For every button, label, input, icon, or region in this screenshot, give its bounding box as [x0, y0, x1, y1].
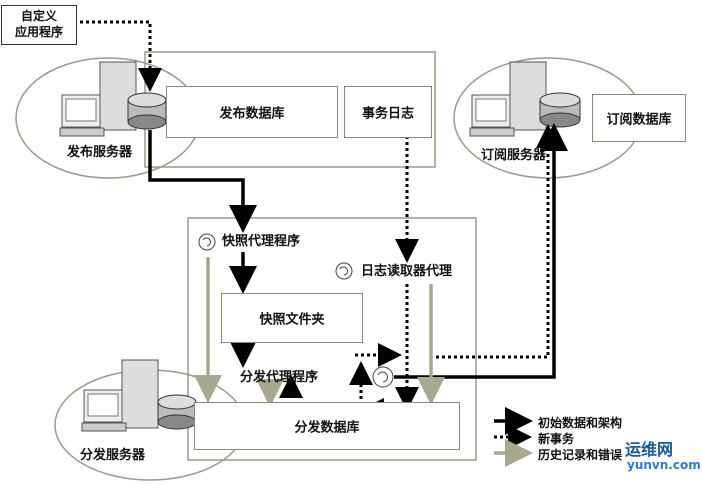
distributor-server-label: 分发服务器	[80, 448, 146, 463]
publication-db-label: 发布数据库	[219, 106, 285, 122]
subscriber-computer-icon	[469, 61, 547, 137]
legend-new-tx-label: 新事务	[538, 432, 575, 446]
log-reader-agent-icon	[335, 262, 353, 280]
snapshot-agent-label: 快照代理程序	[222, 234, 301, 249]
log-reader-agent-label: 日志读取器代理	[361, 264, 453, 279]
watermark-text: 运维网	[625, 440, 674, 459]
distribution-agent-icon	[372, 366, 394, 388]
distribution-agent-label: 分发代理程序	[240, 370, 319, 385]
publisher-db-cylinder-icon	[127, 92, 167, 130]
transaction-log-label: 事务日志	[361, 106, 414, 122]
publisher-computer-icon	[59, 61, 137, 137]
snapshot-agent-icon	[198, 233, 216, 251]
subscription-db-label: 订阅数据库	[606, 112, 672, 128]
custom-app-box: 自定义 应用程序	[1, 5, 77, 45]
snapshot-folder-box: 快照文件夹	[221, 293, 363, 343]
transaction-log-box: 事务日志	[344, 86, 432, 138]
subscriber-db-cylinder-icon	[539, 92, 581, 128]
watermark-url: yunvn.com	[627, 458, 701, 472]
distributor-db-cylinder-icon	[157, 394, 197, 430]
arrow-distribution-to-subscriber-dotted	[436, 124, 560, 359]
subscriber-server-label: 订阅服务器	[481, 148, 547, 163]
custom-app-label: 自定义 应用程序	[14, 9, 63, 39]
arrow-publisher-to-snapshot-agent	[148, 130, 257, 233]
arrow-distribution-agent-to-subscriber	[394, 123, 568, 379]
distribution-db-box: 分发数据库	[194, 402, 460, 450]
publication-db-box: 发布数据库	[166, 86, 338, 138]
distributor-panel	[187, 217, 477, 461]
legend-history-label: 历史记录和错误	[538, 448, 623, 462]
watermark-logo: 运维网 yunvn.com	[603, 436, 701, 480]
legend-initial-label: 初始数据和架构	[538, 416, 623, 430]
snapshot-folder-label: 快照文件夹	[259, 312, 325, 328]
subscription-db-box: 订阅数据库	[592, 94, 686, 142]
distributor-computer-icon	[81, 359, 159, 432]
publisher-server-label: 发布服务器	[67, 145, 133, 160]
distribution-db-label: 分发数据库	[294, 420, 360, 436]
